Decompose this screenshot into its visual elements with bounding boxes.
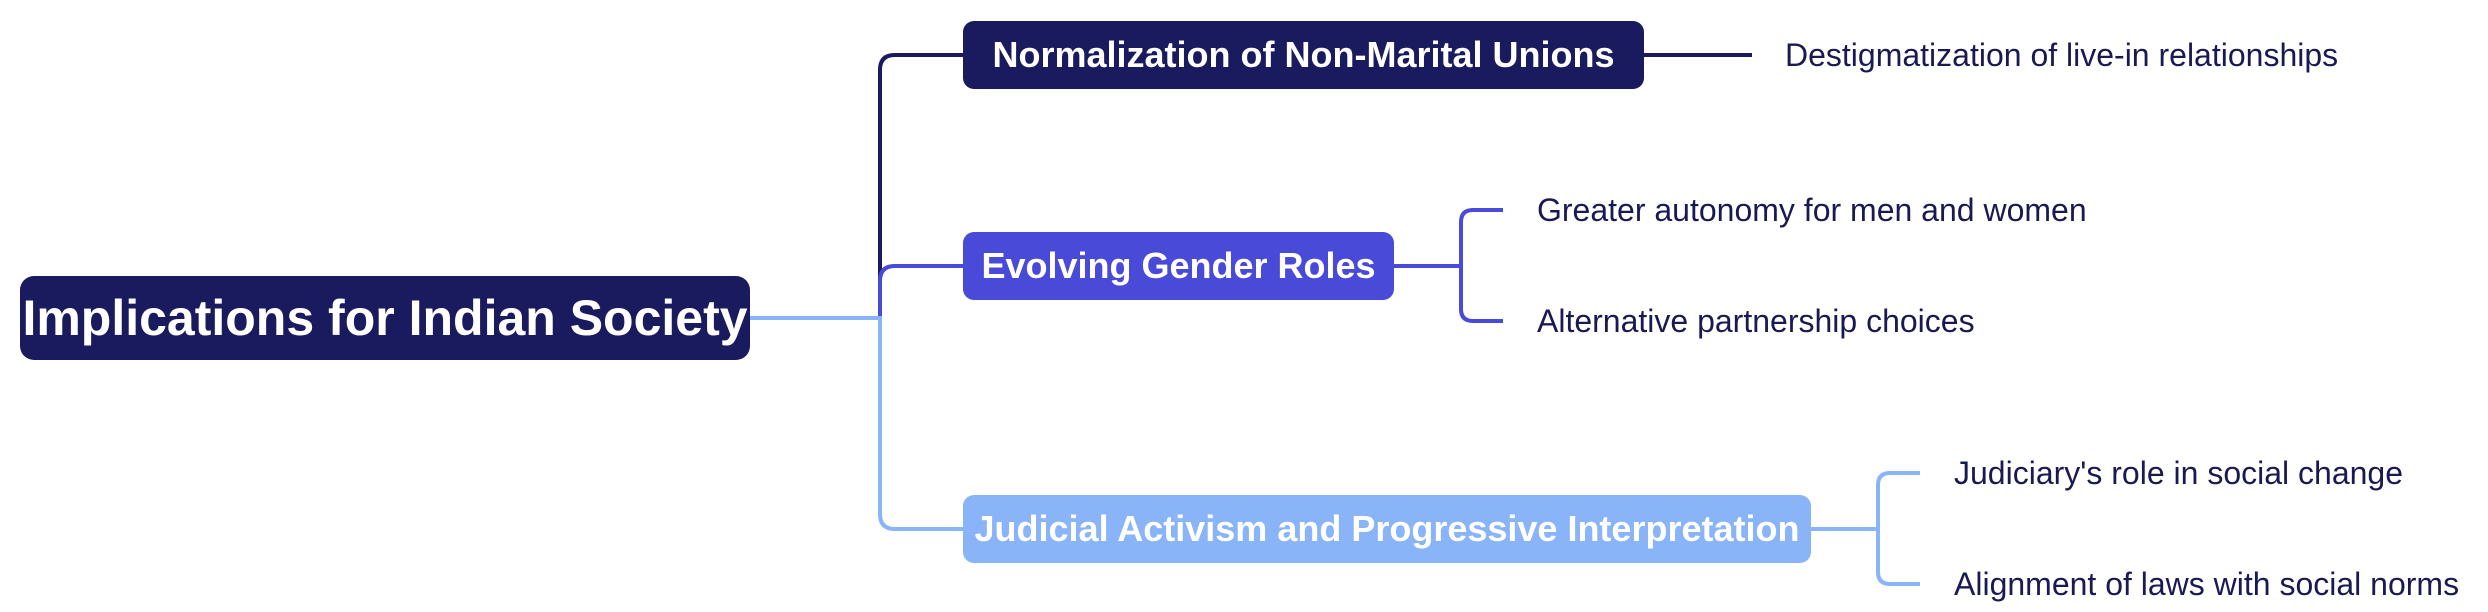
- leaf-destigmatization[interactable]: Destigmatization of live-in relationship…: [1785, 37, 2339, 73]
- connector-judicial-to-alignment: [1811, 527, 1920, 586]
- leaf-alternative-partnerships[interactable]: Alternative partnership choices: [1537, 303, 1975, 339]
- leaf-alignment-of-laws[interactable]: Alignment of laws with social norms: [1954, 566, 2460, 602]
- connector-root-to-judicial-activism: [750, 316, 963, 531]
- branch-node-normalization[interactable]: Normalization of Non-Marital Unions: [963, 21, 1644, 89]
- connector-root-to-gender-roles: [750, 264, 963, 320]
- leaf-greater-autonomy[interactable]: Greater autonomy for men and women: [1537, 192, 2087, 228]
- branch-node-judicial-activism[interactable]: Judicial Activism and Progressive Interp…: [963, 495, 1811, 563]
- connector-root-to-normalization: [750, 53, 963, 320]
- connector-gender-roles-to-autonomy: [1394, 208, 1503, 268]
- connector-gender-roles-to-alternatives: [1394, 264, 1503, 323]
- connector-judicial-to-judiciary-role: [1811, 471, 1920, 531]
- branch-node-gender-roles[interactable]: Evolving Gender Roles: [963, 232, 1394, 300]
- leaf-judiciary-role[interactable]: Judiciary's role in social change: [1954, 455, 2403, 491]
- root-node[interactable]: Implications for Indian Society: [20, 276, 750, 360]
